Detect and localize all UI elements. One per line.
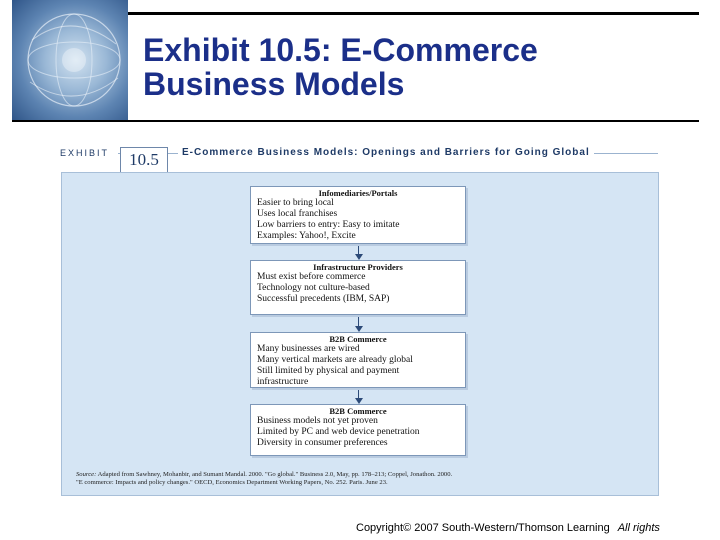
model-box-b2b-1: B2B Commerce Many businesses are wired M… <box>250 332 466 388</box>
header-bottom-rule <box>12 120 699 122</box>
box-title: B2B Commerce <box>329 334 387 344</box>
box-line: Uses local franchises <box>257 209 338 219</box>
box-line: Business models not yet proven <box>257 416 378 426</box>
header-top-rule <box>128 12 699 15</box>
box-title: Infrastructure Providers <box>313 262 403 272</box>
box-line: Examples: Yahoo!, Excite <box>257 231 356 241</box>
box-line: infrastructure <box>257 377 309 387</box>
copyright-footer: Copyright© 2007 South-Western/Thomson Le… <box>356 522 660 534</box>
exhibit-header: EXHIBIT 10.5 E-Commerce Business Models:… <box>60 145 660 175</box>
rights-text: All rights <box>617 522 660 534</box>
box-line: Successful precedents (IBM, SAP) <box>257 294 390 304</box>
box-line: Must exist before commerce <box>257 272 366 282</box>
exhibit-label: EXHIBIT <box>60 148 110 158</box>
box-line: Technology not culture-based <box>257 283 370 293</box>
source-line-2: "E commerce: Impacts and policy changes.… <box>76 479 388 486</box>
arrow-down-icon <box>355 326 363 332</box>
model-box-b2b-2: B2B Commerce Business models not yet pro… <box>250 404 466 456</box>
source-note: Source: Adapted from Sawhney, Mohanbir, … <box>76 471 656 487</box>
box-line: Easier to bring local <box>257 198 334 208</box>
arrow-down-icon <box>355 398 363 404</box>
box-line: Many vertical markets are already global <box>257 355 413 365</box>
box-line: Still limited by physical and payment <box>257 366 400 376</box>
box-title: Infomediaries/Portals <box>318 188 398 198</box>
source-line-1: Adapted from Sawhney, Mohanbir, and Suma… <box>97 471 453 478</box>
connector-line-3 <box>358 388 359 398</box>
box-line: Many businesses are wired <box>257 344 360 354</box>
arrow-down-icon <box>355 254 363 260</box>
box-line: Limited by PC and web device penetration <box>257 427 420 437</box>
box-title: B2B Commerce <box>329 406 387 416</box>
connector-line-2 <box>358 315 359 326</box>
globe-logo-image <box>12 0 128 120</box>
exhibit-title: E-Commerce Business Models: Openings and… <box>178 147 594 158</box>
box-line: Diversity in consumer preferences <box>257 438 388 448</box>
slide-title: Exhibit 10.5: E-Commerce Business Models <box>143 33 683 101</box>
slide-title-line2: Business Models <box>143 66 405 102</box>
copyright-text: Copyright© 2007 South-Western/Thomson Le… <box>356 522 610 534</box>
model-box-infrastructure: Infrastructure Providers Must exist befo… <box>250 260 466 315</box>
model-box-infomediaries: Infomediaries/Portals Easier to bring lo… <box>250 186 466 244</box>
slide-title-line1: Exhibit 10.5: E-Commerce <box>143 32 538 68</box>
box-line: Low barriers to entry: Easy to imitate <box>257 220 400 230</box>
connector-line-1 <box>358 244 359 254</box>
source-label: Source: <box>76 471 97 478</box>
exhibit-number: 10.5 <box>120 147 168 173</box>
